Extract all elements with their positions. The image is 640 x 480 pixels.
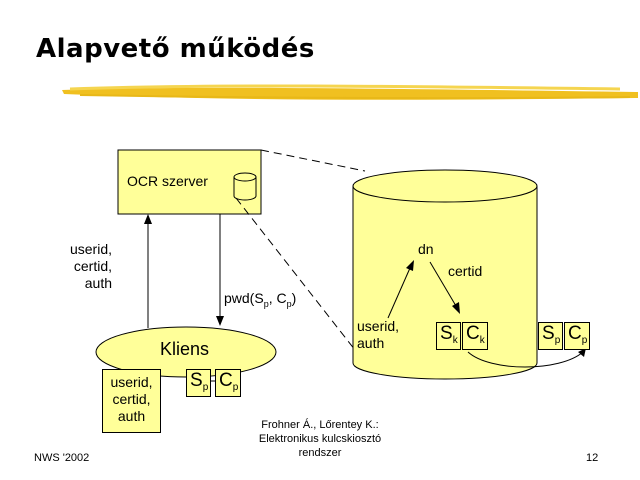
server-label: OCR szerver [127, 173, 208, 189]
dashed-diagonal [235, 197, 356, 351]
footer-center: Frohner Á., Lőrentey K.: Elektronikus ku… [230, 418, 410, 460]
slide-title: Alapvető működés [36, 34, 315, 64]
db-label-auth: auth [357, 335, 385, 351]
left-label-auth: auth [84, 275, 112, 291]
server-database-icon [233, 172, 257, 201]
left-label-userid: userid, [69, 241, 112, 257]
footer-authors: Frohner Á., Lőrentey K.: [261, 419, 379, 431]
db-labels: userid, auth [357, 318, 399, 352]
footer-title-line1: Elektronikus kulcskiosztó [258, 433, 382, 445]
client-key-sp: Sp [186, 369, 212, 397]
page-number: 12 [586, 452, 599, 464]
result-key-cp: Cp [564, 322, 591, 350]
footer-left: NWS '2002 [34, 452, 90, 464]
arrow-from-dn [429, 261, 457, 307]
left-labels: userid, certid, auth [62, 241, 112, 292]
db-key-sk: Sk [436, 322, 461, 350]
client-box-auth: auth [117, 408, 146, 424]
result-key-sp: Sp [538, 322, 564, 350]
client-credentials-box: userid, certid, auth [102, 369, 161, 433]
client-label: Kliens [160, 339, 210, 359]
certid-label: certid [448, 263, 483, 279]
arrow-to-dn [387, 267, 411, 319]
db-key-ck: Ck [462, 322, 488, 350]
arrow-transform [467, 351, 584, 368]
pwd-label: pwd(Sp, Cp) [224, 290, 297, 309]
left-label-certid: certid, [73, 258, 112, 274]
footer-title-line2: rendszer [298, 447, 342, 459]
client-key-cp: Cp [215, 369, 242, 397]
dashed-top [260, 149, 366, 172]
client-box-userid: userid, [110, 374, 153, 390]
large-database-cylinder [352, 169, 538, 380]
title-underline-brush [62, 84, 638, 100]
dn-label: dn [418, 241, 434, 257]
client-box-certid: certid, [112, 391, 151, 407]
db-label-userid: userid, [357, 318, 400, 334]
